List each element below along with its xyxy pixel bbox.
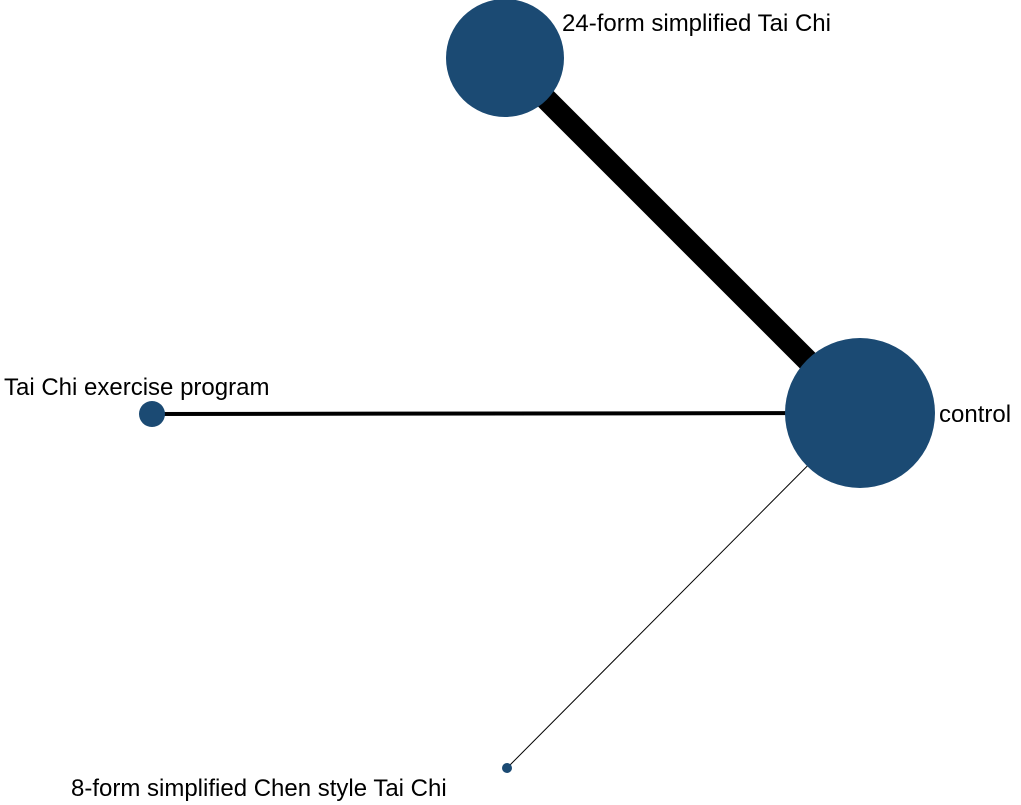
node-label-tai24: 24-form simplified Tai Chi <box>562 10 831 37</box>
node-tai24 <box>446 0 564 117</box>
node-label-chen8: 8-form simplified Chen style Tai Chi <box>71 775 447 802</box>
node-control <box>785 338 935 488</box>
label-layer: 24-form simplified Tai Chi control Tai C… <box>4 10 1011 802</box>
node-layer <box>139 0 935 773</box>
edge-chen8-control <box>506 412 861 769</box>
node-label-program: Tai Chi exercise program <box>4 374 269 401</box>
edge-tai24-control <box>497 50 868 421</box>
node-chen8 <box>502 763 512 773</box>
node-program <box>139 401 165 427</box>
edge-program-control <box>151 411 861 416</box>
edge-layer <box>151 50 868 769</box>
node-label-control: control <box>939 401 1011 428</box>
